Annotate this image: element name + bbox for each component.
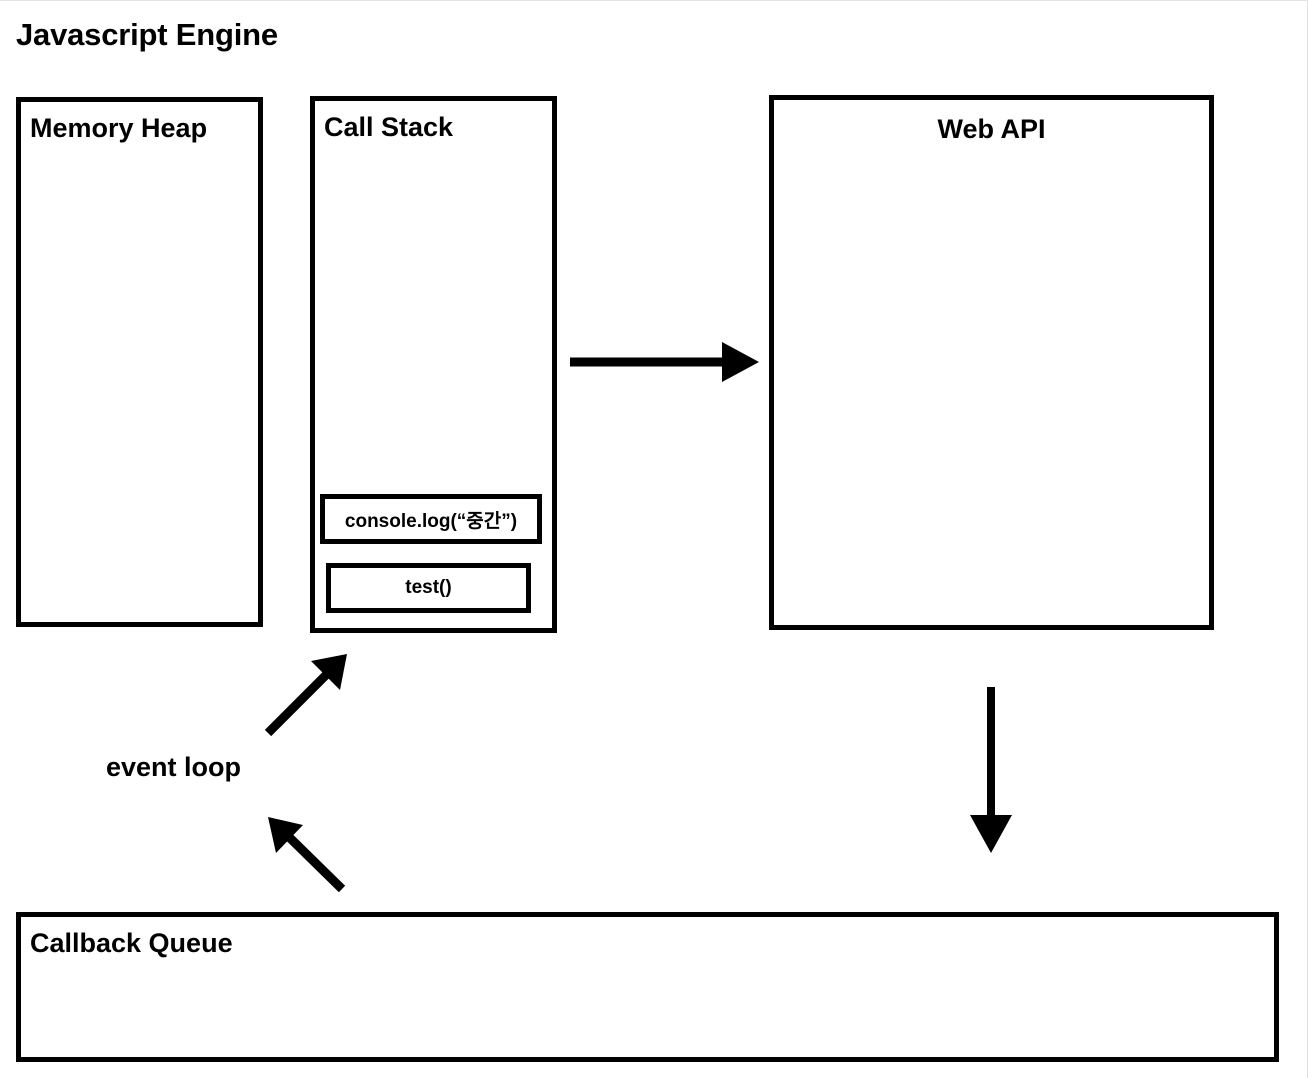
arrow-event-loop-lower bbox=[268, 817, 346, 893]
arrow-call-stack-to-web-api bbox=[570, 342, 759, 382]
callback-queue-box: Callback Queue bbox=[16, 912, 1279, 1062]
call-stack-box: Call Stack bbox=[310, 96, 557, 633]
callback-queue-label: Callback Queue bbox=[30, 928, 233, 958]
web-api-label: Web API bbox=[937, 114, 1046, 144]
memory-heap-label: Memory Heap bbox=[30, 113, 208, 143]
call-stack-label: Call Stack bbox=[324, 112, 454, 142]
event-loop-label: event loop bbox=[106, 752, 242, 782]
call-stack-frame-test: test() bbox=[326, 563, 531, 613]
arrow-event-loop-upper bbox=[264, 654, 347, 737]
web-api-box: Web API bbox=[769, 95, 1214, 630]
arrow-web-api-to-callback-queue bbox=[970, 687, 1012, 853]
page-title: Javascript Engine bbox=[16, 17, 278, 52]
memory-heap-box: Memory Heap bbox=[16, 97, 263, 627]
call-stack-frame-console-log: console.log(“중간”) bbox=[320, 494, 542, 544]
